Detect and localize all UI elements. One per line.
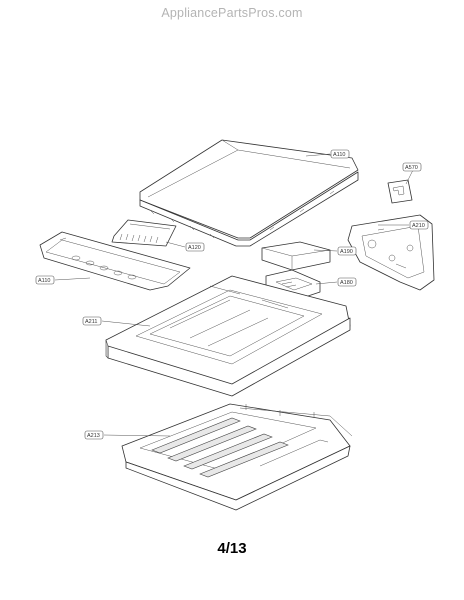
callout-a180: A180 (315, 277, 357, 287)
callout-a211: A211 (82, 316, 151, 327)
control-board-part[interactable] (111, 219, 177, 247)
svg-text:A211: A211 (85, 319, 97, 325)
page-number: 4/13 (217, 540, 247, 557)
card-part[interactable] (387, 179, 413, 204)
svg-text:A110: A110 (38, 278, 50, 284)
callout-a570: A570 (402, 162, 422, 185)
svg-text:A180: A180 (340, 280, 353, 286)
top-lid-part[interactable] (139, 139, 359, 247)
callout-a190: A190 (313, 246, 357, 256)
base-tub-cover-part[interactable] (121, 403, 353, 511)
control-panel-part[interactable] (39, 231, 191, 291)
callout-a110-top: A110 (305, 149, 350, 159)
callout-a110-left: A110 (35, 275, 91, 285)
callout-a210-right: A210 (378, 220, 429, 230)
callout-a213: A213 (84, 430, 171, 440)
module-box-part[interactable] (261, 241, 331, 271)
svg-text:A190: A190 (340, 249, 353, 255)
svg-text:A110: A110 (333, 152, 345, 158)
svg-text:A570: A570 (405, 165, 418, 171)
svg-text:A120: A120 (188, 245, 201, 251)
callout-a120: A120 (165, 241, 205, 252)
cabinet-top-part[interactable] (105, 275, 351, 397)
control-side-panel-part[interactable] (347, 214, 435, 291)
svg-text:A213: A213 (87, 433, 100, 439)
watermark: AppliancePartsPros.com (161, 6, 303, 20)
svg-text:A210: A210 (412, 223, 425, 229)
